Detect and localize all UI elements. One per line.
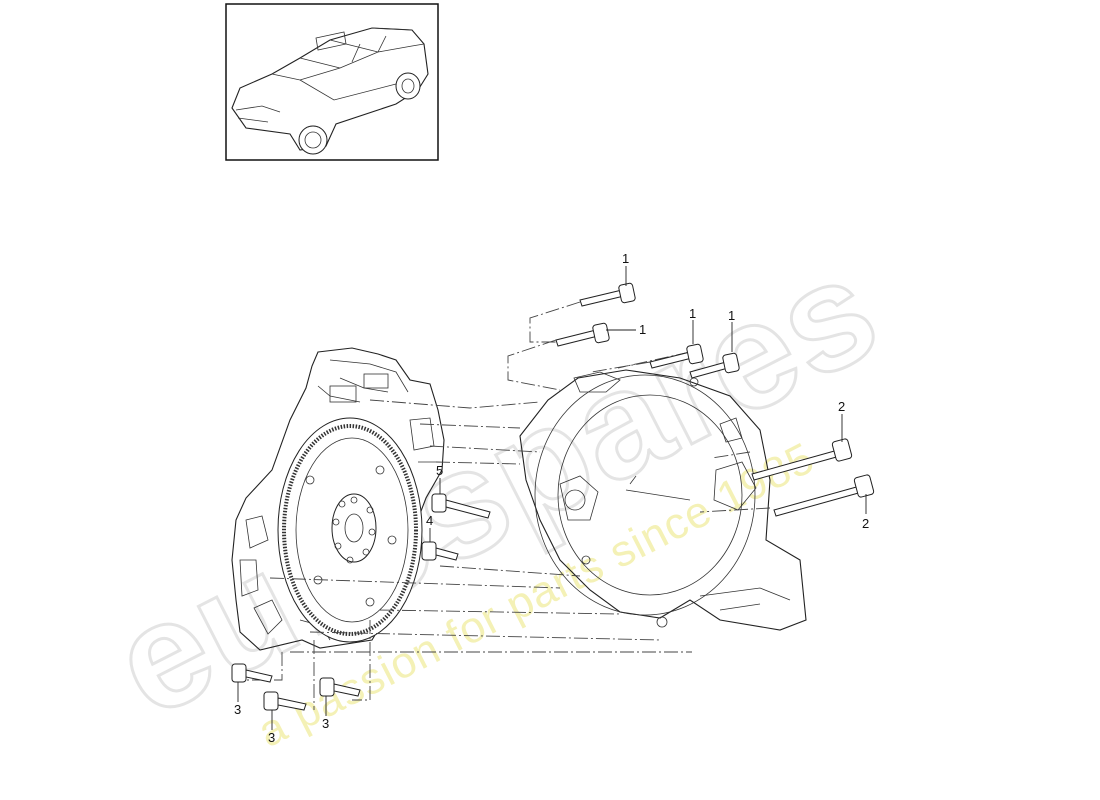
bolt-1a [579, 282, 636, 307]
flywheel [277, 417, 423, 643]
bolt-4 [421, 541, 459, 561]
bolt-3c [319, 677, 361, 697]
callout-3c: 3 [322, 716, 329, 731]
vehicle-thumbnail [225, 3, 439, 161]
alignment-lines [244, 301, 771, 710]
bolt-1c [649, 343, 704, 369]
callout-3a: 3 [234, 702, 241, 717]
bolt-5 [431, 493, 491, 519]
bolt-2a [751, 438, 853, 481]
callout-5: 5 [436, 463, 443, 478]
transmission-housing [519, 369, 807, 631]
watermark: eurospares a passion for parts since 198… [87, 221, 905, 757]
callout-1d: 1 [728, 308, 735, 323]
bolt-1d [689, 352, 740, 379]
car-suv-icon [231, 27, 429, 155]
bolts [231, 282, 875, 711]
bolt-1b [555, 322, 610, 347]
callout-4: 4 [426, 513, 433, 528]
callout-1b: 1 [639, 322, 646, 337]
callout-labels: 1 1 1 1 2 2 3 3 3 4 5 [234, 251, 869, 745]
callout-1a: 1 [622, 251, 629, 266]
callout-3b: 3 [268, 730, 275, 745]
callout-2b: 2 [862, 516, 869, 531]
bolt-3a [231, 663, 273, 683]
bolt-3b [263, 691, 307, 711]
bolt-2b [773, 474, 875, 517]
callout-2a: 2 [838, 399, 845, 414]
callout-leaders [237, 266, 867, 730]
callout-1c: 1 [689, 306, 696, 321]
